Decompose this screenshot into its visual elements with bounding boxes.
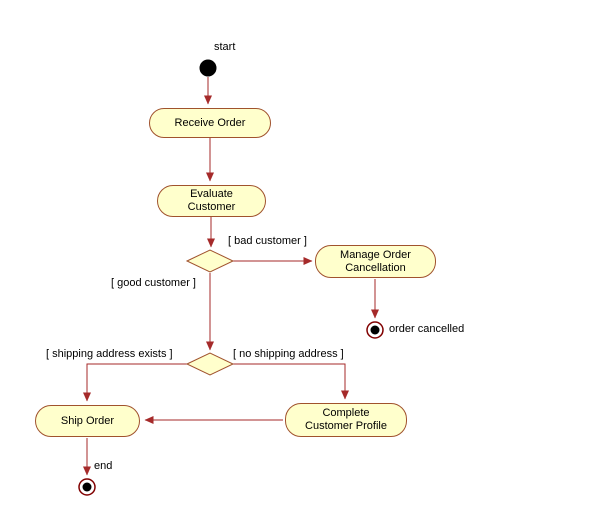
edge-shipping-decision-to-ship-order xyxy=(83,363,187,402)
activity-ship-order: Ship Order xyxy=(35,405,140,437)
activity-receive-order: Receive Order xyxy=(149,108,271,138)
final-node-order-cancelled xyxy=(366,321,384,339)
end-label: end xyxy=(94,460,113,472)
order-cancelled-label: order cancelled xyxy=(389,323,465,335)
edge-label-bad-customer: [ bad customer ] xyxy=(228,235,307,247)
start-label: start xyxy=(214,41,236,53)
activity-evaluate-customer: Evaluate Customer xyxy=(157,185,266,217)
activity-complete-customer-profile: Complete Customer Profile xyxy=(285,403,407,437)
customer-decision-diamond xyxy=(185,249,235,273)
edge-label-no-shipping-address: [ no shipping address ] xyxy=(233,348,344,360)
activity-manage-order-cancellation: Manage Order Cancellation xyxy=(315,245,436,278)
edge-label-shipping-address-exists: [ shipping address exists ] xyxy=(46,348,173,360)
edge-shipping-decision-to-complete-profile xyxy=(233,363,349,400)
edge-label-good-customer: [ good customer ] xyxy=(111,277,196,289)
shipping-decision-diamond xyxy=(185,352,235,376)
start-node xyxy=(199,59,217,77)
final-node-end xyxy=(78,478,96,496)
